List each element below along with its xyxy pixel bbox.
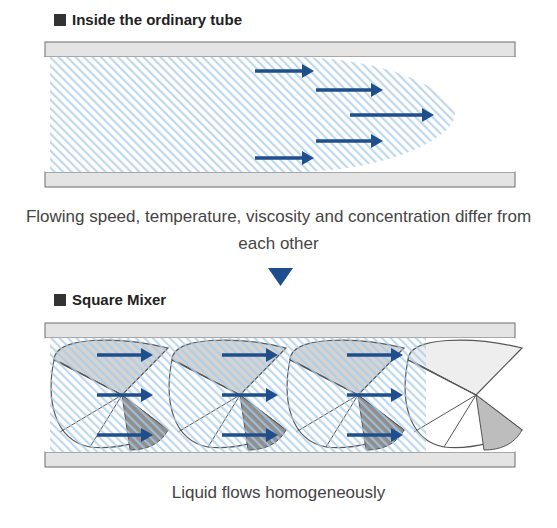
arrow-head (266, 348, 278, 362)
flow-arrow (97, 393, 143, 397)
arrow-head (391, 348, 403, 362)
flow-arrow (222, 353, 268, 357)
fluid-hatch (50, 338, 426, 452)
flow-arrow (347, 433, 393, 437)
flow-arrow (255, 69, 304, 73)
flow-arrow (255, 156, 304, 160)
caption: Flowing speed, temperature, viscosity an… (6, 203, 551, 257)
flow-arrow (316, 88, 373, 92)
arrow-head (141, 348, 153, 362)
heading-square (54, 294, 66, 306)
arrow-head (422, 108, 434, 122)
arrow-head (302, 64, 314, 78)
flow-arrow (222, 393, 268, 397)
flow-arrow (347, 353, 393, 357)
flow-arrows (97, 348, 403, 442)
ordinary-tube (45, 42, 515, 187)
arrow-head (141, 428, 153, 442)
flow-arrow (97, 433, 143, 437)
arrow-head (266, 428, 278, 442)
section-heading: Inside the ordinary tube (72, 11, 472, 29)
arrow-head (141, 388, 153, 402)
arrow-head (266, 388, 278, 402)
flow-arrow (316, 139, 373, 143)
heading-square (54, 14, 66, 26)
flow-arrow (350, 113, 424, 117)
down-triangle (268, 268, 293, 286)
arrow-head (391, 428, 403, 442)
arrow-head (391, 388, 403, 402)
arrow-head (371, 83, 383, 97)
fluid-profile (50, 57, 455, 172)
caption: Liquid flows homogeneously (6, 481, 551, 505)
flow-arrow (97, 353, 143, 357)
arrow-head (371, 134, 383, 148)
section-heading: Square Mixer (72, 291, 472, 309)
flow-arrow (222, 433, 268, 437)
flow-arrows (255, 64, 434, 165)
arrow-head (302, 151, 314, 165)
flow-arrow (347, 393, 393, 397)
